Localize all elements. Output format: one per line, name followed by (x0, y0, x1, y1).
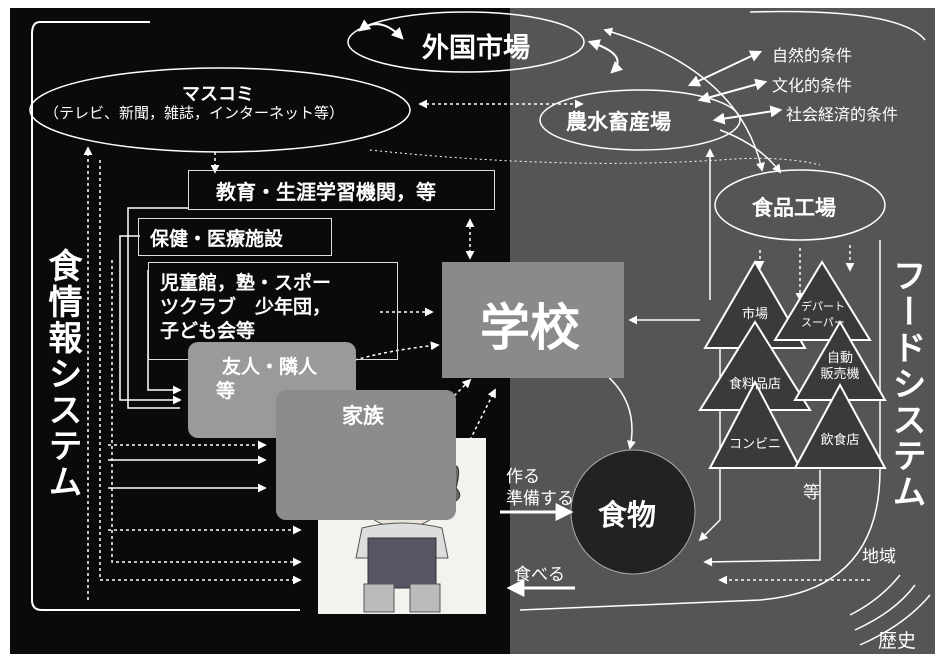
make-line1: 作る (506, 467, 540, 487)
children-orgs-line3: 子ども会等 (160, 320, 256, 342)
arrow-family-school (449, 378, 472, 401)
agri-production-label: 農水畜産場 (566, 110, 671, 134)
store-vending-line2: 販売機 (820, 367, 860, 382)
school-box (442, 262, 624, 378)
condition-natural: 自然的条件 (772, 46, 853, 65)
store-restaurant: 飲食店 (820, 433, 860, 448)
history-wave1 (849, 574, 901, 616)
health-label: 保健・医療施設 (150, 228, 284, 250)
food-label: 食物 (598, 498, 657, 532)
school-label: 学校 (480, 299, 580, 357)
children-orgs-line2: ツクラブ 少年団， (160, 296, 332, 318)
line-stores-food1 (698, 330, 721, 542)
triangle-convenience (708, 379, 802, 469)
friends-line1: 友人・隣人 (222, 356, 318, 378)
store-convenience: コンビニ (728, 437, 781, 452)
store-grocery: 食料品店 (728, 377, 781, 392)
left-title: 食情報システム (42, 248, 82, 500)
line-health (119, 235, 182, 405)
store-vending-line1: 自動 (826, 351, 853, 366)
friends-line2: 等 (216, 380, 236, 402)
children-orgs-line1: 児童館，塾・スポー (160, 272, 332, 294)
foreign-market-ellipse (347, 11, 585, 73)
condition-cultural: 文化的条件 (772, 76, 853, 95)
health-box (138, 218, 332, 256)
condition-socioeconomic: 社会経済的条件 (786, 105, 899, 124)
arrow-agri-factory (719, 129, 782, 174)
food-factory-ellipse (714, 169, 886, 241)
arrow-media-foreign (358, 19, 404, 40)
education-box (188, 170, 495, 210)
line-edu (127, 207, 188, 409)
history-wave3 (859, 594, 931, 646)
vline-2 (99, 160, 302, 585)
arrow-friends-school (354, 341, 440, 361)
line-stores-food2 (703, 470, 821, 567)
arrow-cond2 (697, 78, 768, 104)
store-department-line2: スーパー (801, 316, 845, 329)
mass-media-ellipse (29, 67, 411, 153)
arrow-child-school (469, 388, 496, 441)
right-frame-line (519, 240, 881, 611)
top-right-frame (749, 10, 926, 41)
dashed-media-factory (369, 149, 821, 166)
arrow-cond1 (687, 50, 763, 87)
mass-media-subtitle: （テレビ、新聞，雑誌，インターネット等） (44, 104, 345, 122)
history-wave2 (854, 584, 916, 631)
education-label: 教育・生涯学習機関，等 (216, 180, 436, 204)
triangle-restaurant (793, 382, 887, 469)
food-factory-label: 食品工場 (752, 196, 836, 220)
family-label: 家族 (342, 404, 384, 428)
foreign-market-label: 外国市場 (422, 33, 530, 64)
region-label: 地域 (862, 547, 896, 567)
mass-media-title: マスコミ (182, 84, 254, 105)
store-department-line1: デパート (801, 300, 845, 313)
arrow-cond3 (712, 105, 783, 125)
make-line2: 準備する (506, 489, 574, 509)
arrow-school-food (599, 369, 636, 450)
outer-frame-line (31, 21, 300, 611)
eat-label: 食べる (514, 565, 565, 585)
arrow-foreign-factory (603, 27, 765, 172)
arrow-foreign-agri (587, 39, 624, 74)
right-title: フードシステム (886, 258, 926, 510)
triangle-department (773, 260, 872, 341)
vline-3 (111, 260, 302, 567)
family-box (276, 390, 456, 520)
history-label: 歴史 (878, 630, 917, 652)
stores-etc: 等 (803, 483, 820, 503)
store-market: 市場 (741, 307, 768, 322)
